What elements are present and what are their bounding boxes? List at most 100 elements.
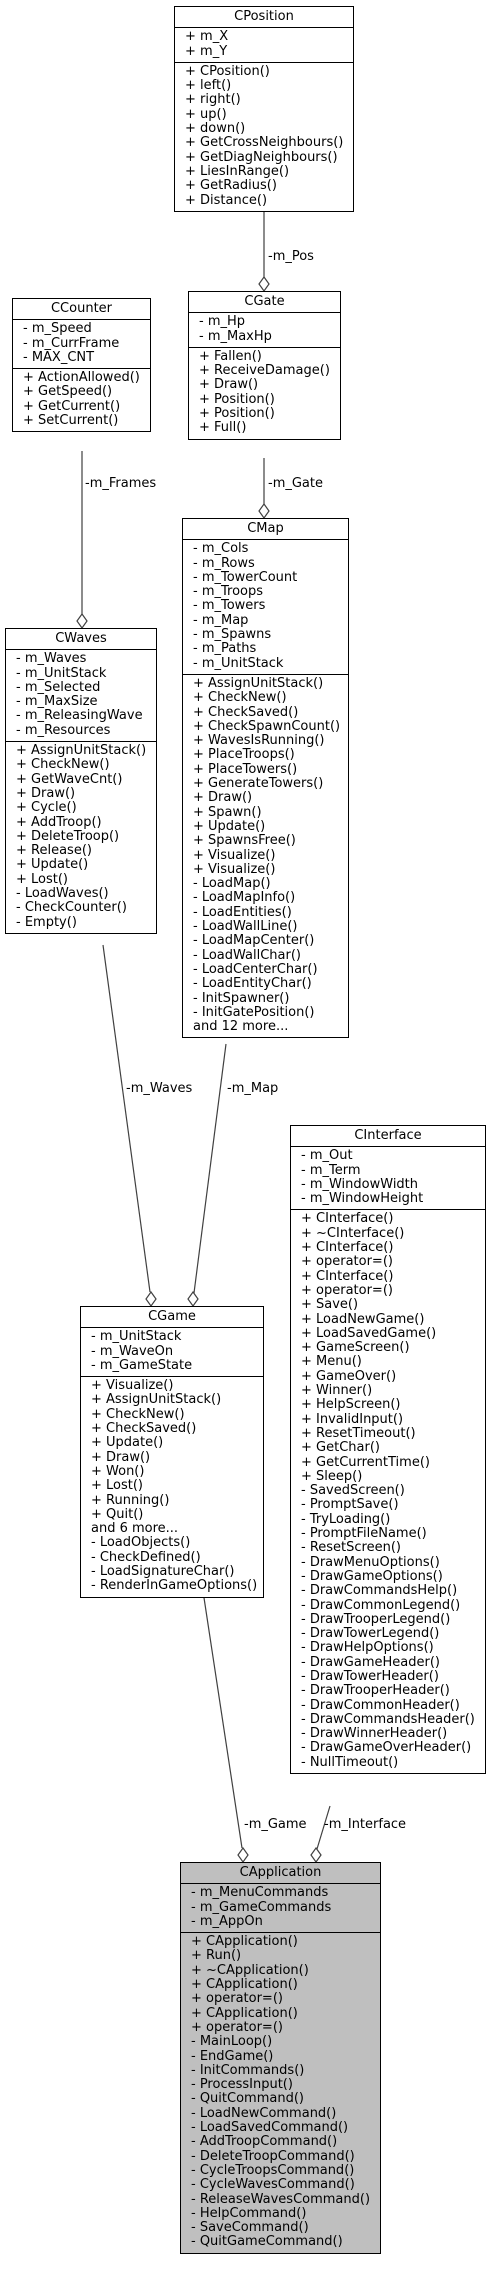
- class-name: CPosition: [175, 7, 353, 29]
- relation-label-interface: -m_Interface: [324, 1817, 407, 1832]
- class-method: - ReleaseWavesCommand(): [191, 2191, 371, 2207]
- methods-section: + CPosition()+ left()+ right()+ up()+ do…: [175, 63, 353, 211]
- class-method: + Draw(): [91, 1449, 151, 1465]
- class-method: + Lost(): [91, 1478, 144, 1494]
- class-method: + GetCrossNeighbours(): [185, 135, 344, 151]
- class-method: + GenerateTowers(): [193, 776, 324, 792]
- relation-label-pos: -m_Pos: [268, 249, 314, 264]
- methods-section: + AssignUnitStack()+ CheckNew()+ CheckSa…: [183, 675, 348, 1037]
- attributes-section: - m_MenuCommands- m_GameCommands- m_AppO…: [181, 1884, 380, 1934]
- class-method: - LoadMapCenter(): [193, 933, 315, 949]
- class-method: + GetCurrent(): [23, 398, 121, 414]
- class-method: + Distance(): [185, 192, 268, 208]
- attributes-section: - m_Cols- m_Rows- m_TowerCount- m_Troops…: [183, 540, 348, 675]
- class-box-cinterface: CInterface - m_Out- m_Term- m_WindowWidt…: [290, 1125, 486, 1775]
- class-attribute: - m_MaxHp: [199, 328, 272, 344]
- class-attribute: - MAX_CNT: [23, 349, 95, 365]
- class-method: + Quit(): [91, 1506, 144, 1522]
- class-method: + left(): [185, 78, 232, 94]
- class-method: + Update(): [193, 818, 266, 834]
- class-method: - LoadSavedCommand(): [191, 2120, 349, 2136]
- class-method: - DrawTrooperLegend(): [301, 1611, 451, 1627]
- class-method: + CInterface(): [301, 1268, 394, 1284]
- class-method: + AssignUnitStack(): [16, 743, 147, 759]
- aggregation-diamond-frames: [76, 612, 88, 630]
- class-method: + CInterface(): [301, 1211, 394, 1227]
- attributes-section: - m_Hp- m_MaxHp: [189, 313, 340, 348]
- aggregation-diamond-game: [237, 1846, 249, 1864]
- aggregation-diamond-map: [187, 1290, 199, 1308]
- class-method: - DrawCommonLegend(): [301, 1597, 461, 1613]
- class-method: - LoadWallLine(): [193, 919, 298, 935]
- class-method: + Position(): [199, 406, 275, 422]
- class-method: and 12 more...: [193, 1019, 289, 1035]
- class-method: - SavedScreen(): [301, 1483, 405, 1499]
- class-attribute: - m_GameCommands: [191, 1899, 332, 1915]
- class-name: CGate: [189, 292, 340, 314]
- class-attribute: - m_Rows: [193, 555, 255, 571]
- class-method: + GetSpeed(): [23, 384, 113, 400]
- class-method: - LoadNewCommand(): [191, 2105, 337, 2121]
- methods-section: + Visualize()+ AssignUnitStack()+ CheckN…: [81, 1377, 263, 1596]
- class-method: + Sleep(): [301, 1468, 363, 1484]
- class-attribute: - m_Speed: [23, 321, 92, 337]
- class-attribute: - m_Term: [301, 1162, 361, 1178]
- class-method: + LoadNewGame(): [301, 1311, 425, 1327]
- class-method: + CInterface(): [301, 1240, 394, 1256]
- class-attribute: - m_GameState: [91, 1357, 193, 1373]
- class-method: - DrawTowerHeader(): [301, 1668, 439, 1684]
- class-name: CMap: [183, 519, 348, 541]
- class-method: + CheckSaved(): [193, 704, 299, 720]
- class-method: + SetCurrent(): [23, 413, 119, 429]
- class-method: - InitGatePosition(): [193, 1004, 315, 1020]
- class-method: - DrawMenuOptions(): [301, 1554, 440, 1570]
- class-box-capplication: CApplication - m_MenuCommands- m_GameCom…: [180, 1862, 381, 2254]
- class-method: + operator=(): [191, 2019, 283, 2035]
- class-attribute: - m_ReleasingWave: [16, 708, 143, 724]
- class-method: + HelpScreen(): [301, 1397, 401, 1413]
- relation-label-waves: -m_Waves: [126, 1081, 193, 1096]
- class-method: + Draw(): [199, 377, 259, 393]
- class-method: - DrawGameHeader(): [301, 1654, 440, 1670]
- class-method: - ProcessInput(): [191, 2077, 293, 2093]
- class-name: CApplication: [181, 1863, 380, 1885]
- attributes-section: - m_UnitStack- m_WaveOn- m_GameState: [81, 1328, 263, 1378]
- relation-line-interface: [316, 1805, 331, 1850]
- class-method: + Visualize(): [91, 1378, 174, 1394]
- aggregation-diamond-waves: [145, 1290, 157, 1308]
- class-method: + PlaceTroops(): [193, 747, 295, 763]
- class-attribute: - m_WaveOn: [91, 1343, 174, 1359]
- class-attribute: - m_CurrFrame: [23, 335, 120, 351]
- class-attribute: - m_Waves: [16, 651, 87, 667]
- class-method: + Fallen(): [199, 348, 262, 364]
- class-method: + ActionAllowed(): [23, 370, 140, 386]
- aggregation-diamond-gate: [258, 502, 270, 520]
- class-attribute: - m_AppOn: [191, 1913, 263, 1929]
- class-method: + Winner(): [301, 1383, 373, 1399]
- class-attribute: - m_MenuCommands: [191, 1885, 329, 1901]
- class-method: + AssignUnitStack(): [193, 675, 324, 691]
- class-method: + Spawn(): [193, 804, 262, 820]
- relation-line-game: [200, 1577, 243, 1849]
- class-name: CInterface: [291, 1126, 485, 1148]
- class-method: - DrawTowerLegend(): [301, 1626, 440, 1642]
- class-method: + right(): [185, 92, 241, 108]
- class-attribute: - m_UnitStack: [16, 665, 107, 681]
- class-method: - InitCommands(): [191, 2062, 305, 2078]
- class-method: - QuitCommand(): [191, 2091, 304, 2107]
- class-method: - LoadEntityChar(): [193, 976, 312, 992]
- class-method: + up(): [185, 106, 227, 122]
- class-method: + ~CApplication(): [191, 1962, 309, 1978]
- methods-section: + CApplication()+ Run()+ ~CApplication()…: [181, 1933, 380, 2253]
- class-box-cposition: CPosition + m_X+ m_Y + CPosition()+ left…: [174, 6, 354, 212]
- class-method: and 6 more...: [91, 1521, 179, 1537]
- class-method: - LoadSignatureChar(): [91, 1564, 235, 1580]
- class-method: + PlaceTowers(): [193, 761, 298, 777]
- class-method: - DrawCommonHeader(): [301, 1697, 460, 1713]
- class-method: + operator=(): [191, 1991, 283, 2007]
- class-method: + operator=(): [301, 1254, 393, 1270]
- class-method: + Draw(): [16, 785, 76, 801]
- class-attribute: - m_WindowHeight: [301, 1191, 424, 1207]
- class-method: - QuitGameCommand(): [191, 2234, 343, 2250]
- class-method: + AddTroop(): [16, 814, 102, 830]
